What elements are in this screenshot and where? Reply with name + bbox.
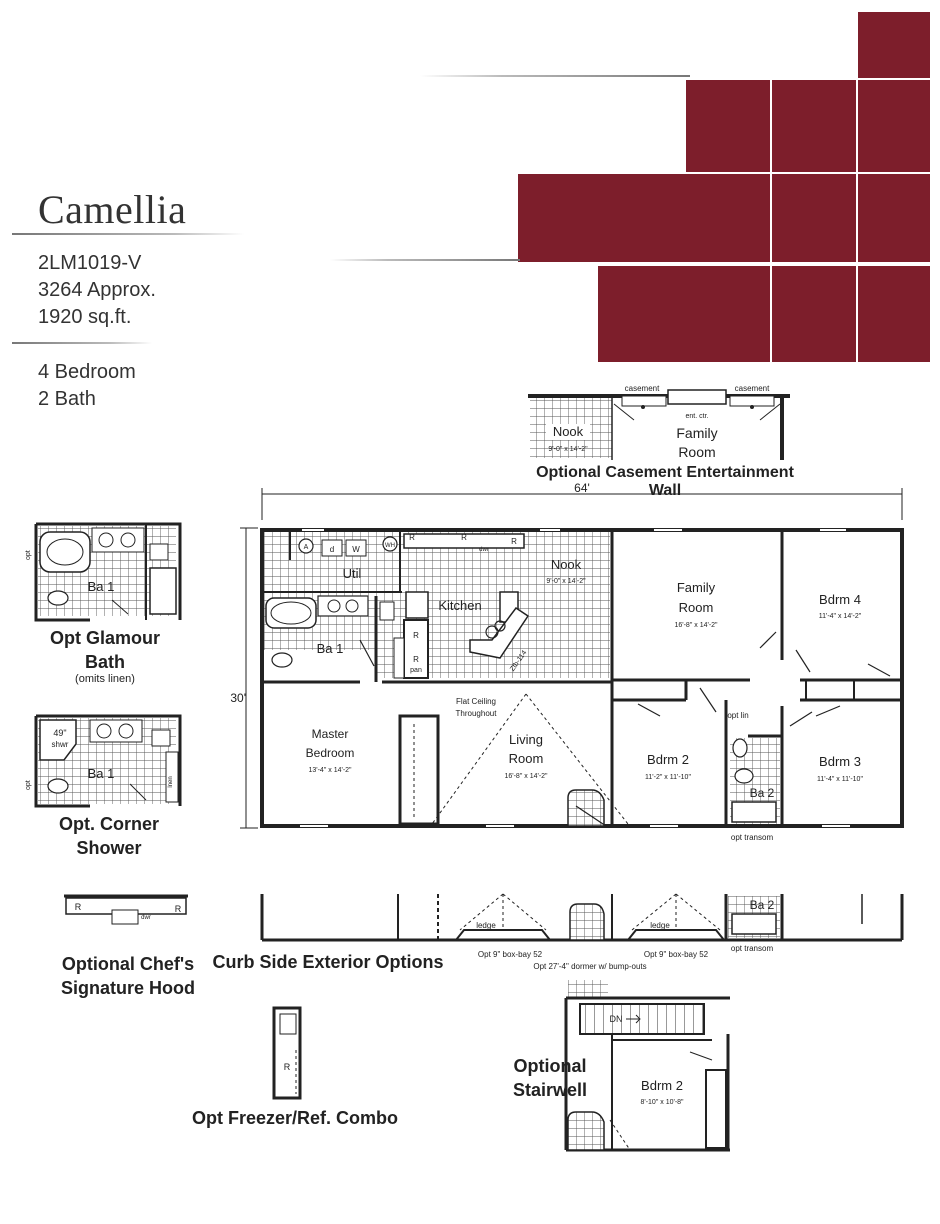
flat-ceiling-note-2: Throughout — [456, 709, 498, 718]
living-label-2: Room — [509, 751, 544, 766]
plan-title: Camellia — [38, 187, 187, 232]
dimension-lines: 64' 30' — [230, 481, 903, 829]
main-floor-plan — [260, 528, 904, 828]
bdrm2-label: Bdrm 2 — [647, 752, 689, 767]
water-heater-label: WH — [385, 543, 395, 549]
bdrm2-size: 11'-2" x 11'-10" — [645, 774, 691, 781]
curb-side-options: ledge ledge Ba 2 Opt 9" box-bay 52 Opt 9… — [260, 893, 904, 971]
bdrm3-label: Bdrm 3 — [819, 754, 861, 769]
main-plan-labels: Nook 9'-0" x 14'-2" Family Room 16'-8" x… — [304, 533, 864, 842]
freezer-r-label: R — [284, 1062, 291, 1072]
corner-ba1-label: Ba 1 — [88, 766, 115, 781]
chef-r-right: R — [175, 904, 182, 914]
glamour-bath-note: (omits linen) — [75, 673, 135, 685]
dryer-label: d — [330, 545, 334, 554]
ac-label: A — [304, 544, 309, 551]
stairwell-option: DN Bdrm 2 8'-10" x 10'-8" — [564, 980, 730, 1152]
opt-lin-label: opt lin — [727, 711, 748, 720]
stair-dn-label: DN — [610, 1014, 623, 1024]
flat-ceiling-note-1: Flat Ceiling — [456, 697, 496, 706]
ledge-label-2: ledge — [650, 921, 670, 930]
glamour-bath-option: Ba 1 opt — [25, 522, 182, 622]
ba1-label: Ba 1 — [317, 641, 344, 656]
living-label-1: Living — [509, 732, 543, 747]
range-label-3: R — [511, 537, 517, 546]
specs-block: 2LM1019-V 3264 Approx. 1920 sq.ft. — [38, 250, 156, 331]
casement-left-label: casement — [625, 384, 660, 393]
bdrm4-label: Bdrm 4 — [819, 592, 861, 607]
glamour-opt-label: opt — [25, 550, 32, 560]
washer-label: W — [352, 545, 360, 554]
linen-label: lnen — [168, 776, 174, 787]
kitchen-label: Kitchen — [438, 598, 481, 613]
casement-family-label-1: Family — [676, 425, 717, 441]
square-footage: 1920 sq.ft. — [38, 306, 132, 328]
casement-family-label-2: Room — [678, 444, 715, 460]
chef-r-left: R — [75, 902, 82, 912]
casement-right-label: casement — [735, 384, 770, 393]
casement-wall-caption: Optional Casement Entertainment Wall — [536, 464, 794, 499]
specs-divider — [12, 342, 152, 344]
shower-size-2: shwr — [52, 740, 69, 749]
box-bay-label-2: Opt 9" box-bay 52 — [644, 950, 709, 959]
opt-transom-label: opt transom — [731, 833, 774, 842]
range-label: R — [409, 533, 415, 542]
freezer-caption: Opt Freezer/Ref. Combo — [191, 1108, 399, 1128]
pantry-r-label: R — [413, 655, 419, 664]
pantry-label: pan — [410, 667, 422, 674]
freezer-option: R — [272, 1006, 302, 1100]
dishwasher-label: dwr — [479, 547, 489, 553]
ba2-label: Ba 2 — [750, 786, 775, 800]
shower-size-1: 49" — [53, 728, 66, 738]
bath-count: 2 Bath — [38, 388, 96, 410]
bdrm3-size: 11'-4" x 11'-10" — [817, 776, 863, 783]
stair-bdrm2-size: 8'-10" x 10'-8" — [640, 1099, 684, 1106]
util-label: Util — [343, 566, 362, 581]
curb-side-caption: Curb Side Exterior Options — [212, 952, 444, 972]
living-size: 16'-8" x 14'-2" — [504, 773, 548, 780]
bdrm4-size: 11'-4" x 14'-2" — [819, 613, 862, 620]
dormer-label: Opt 27'-4" dormer w/ bump-outs — [533, 962, 646, 971]
curb-ba2-label: Ba 2 — [750, 898, 775, 912]
corner-opt-label: opt — [25, 780, 32, 790]
casement-nook-size: 9'-0" x 14'-2" — [548, 446, 588, 453]
nook-label: Nook — [551, 557, 582, 572]
model-number: 2LM1019-V — [38, 252, 142, 274]
bedroom-count: 4 Bedroom — [38, 361, 136, 383]
chefs-hood-option: R R dwr — [64, 894, 188, 925]
glamour-ba1-label: Ba 1 — [88, 579, 115, 594]
width-dimension: 64' — [574, 481, 590, 495]
nook-size: 9'-0" x 14'-2" — [546, 578, 586, 585]
master-label-2: Bedroom — [306, 746, 355, 760]
box-bay-label-1: Opt 9" box-bay 52 — [478, 950, 543, 959]
master-label-1: Master — [312, 727, 349, 741]
fridge-label: R — [413, 631, 419, 640]
casement-nook-label: Nook — [553, 424, 584, 439]
stair-bdrm2-label: Bdrm 2 — [641, 1078, 683, 1093]
room-count-block: 4 Bedroom 2 Bath — [38, 359, 136, 413]
master-size: 13'-4" x 14'-2" — [308, 767, 352, 774]
family-room-size: 16'-8" x 14'-2" — [674, 622, 718, 629]
casement-wall-option: casement casement ent. ctr. Nook 9'-0" x… — [528, 384, 790, 460]
chef-dwr: dwr — [141, 915, 151, 921]
ent-ctr-label: ent. ctr. — [686, 413, 709, 420]
approx-value: 3264 Approx. — [38, 279, 156, 301]
corner-shower-option: 49" shwr Ba 1 lnen opt — [25, 714, 182, 808]
depth-dimension: 30' — [230, 691, 246, 705]
ledge-label-1: ledge — [476, 921, 496, 930]
range-label-2: R — [461, 533, 467, 542]
family-room-label-2: Room — [679, 600, 714, 615]
curb-transom-label: opt transom — [731, 944, 774, 953]
title-divider — [12, 233, 244, 235]
family-room-label-1: Family — [677, 580, 716, 595]
